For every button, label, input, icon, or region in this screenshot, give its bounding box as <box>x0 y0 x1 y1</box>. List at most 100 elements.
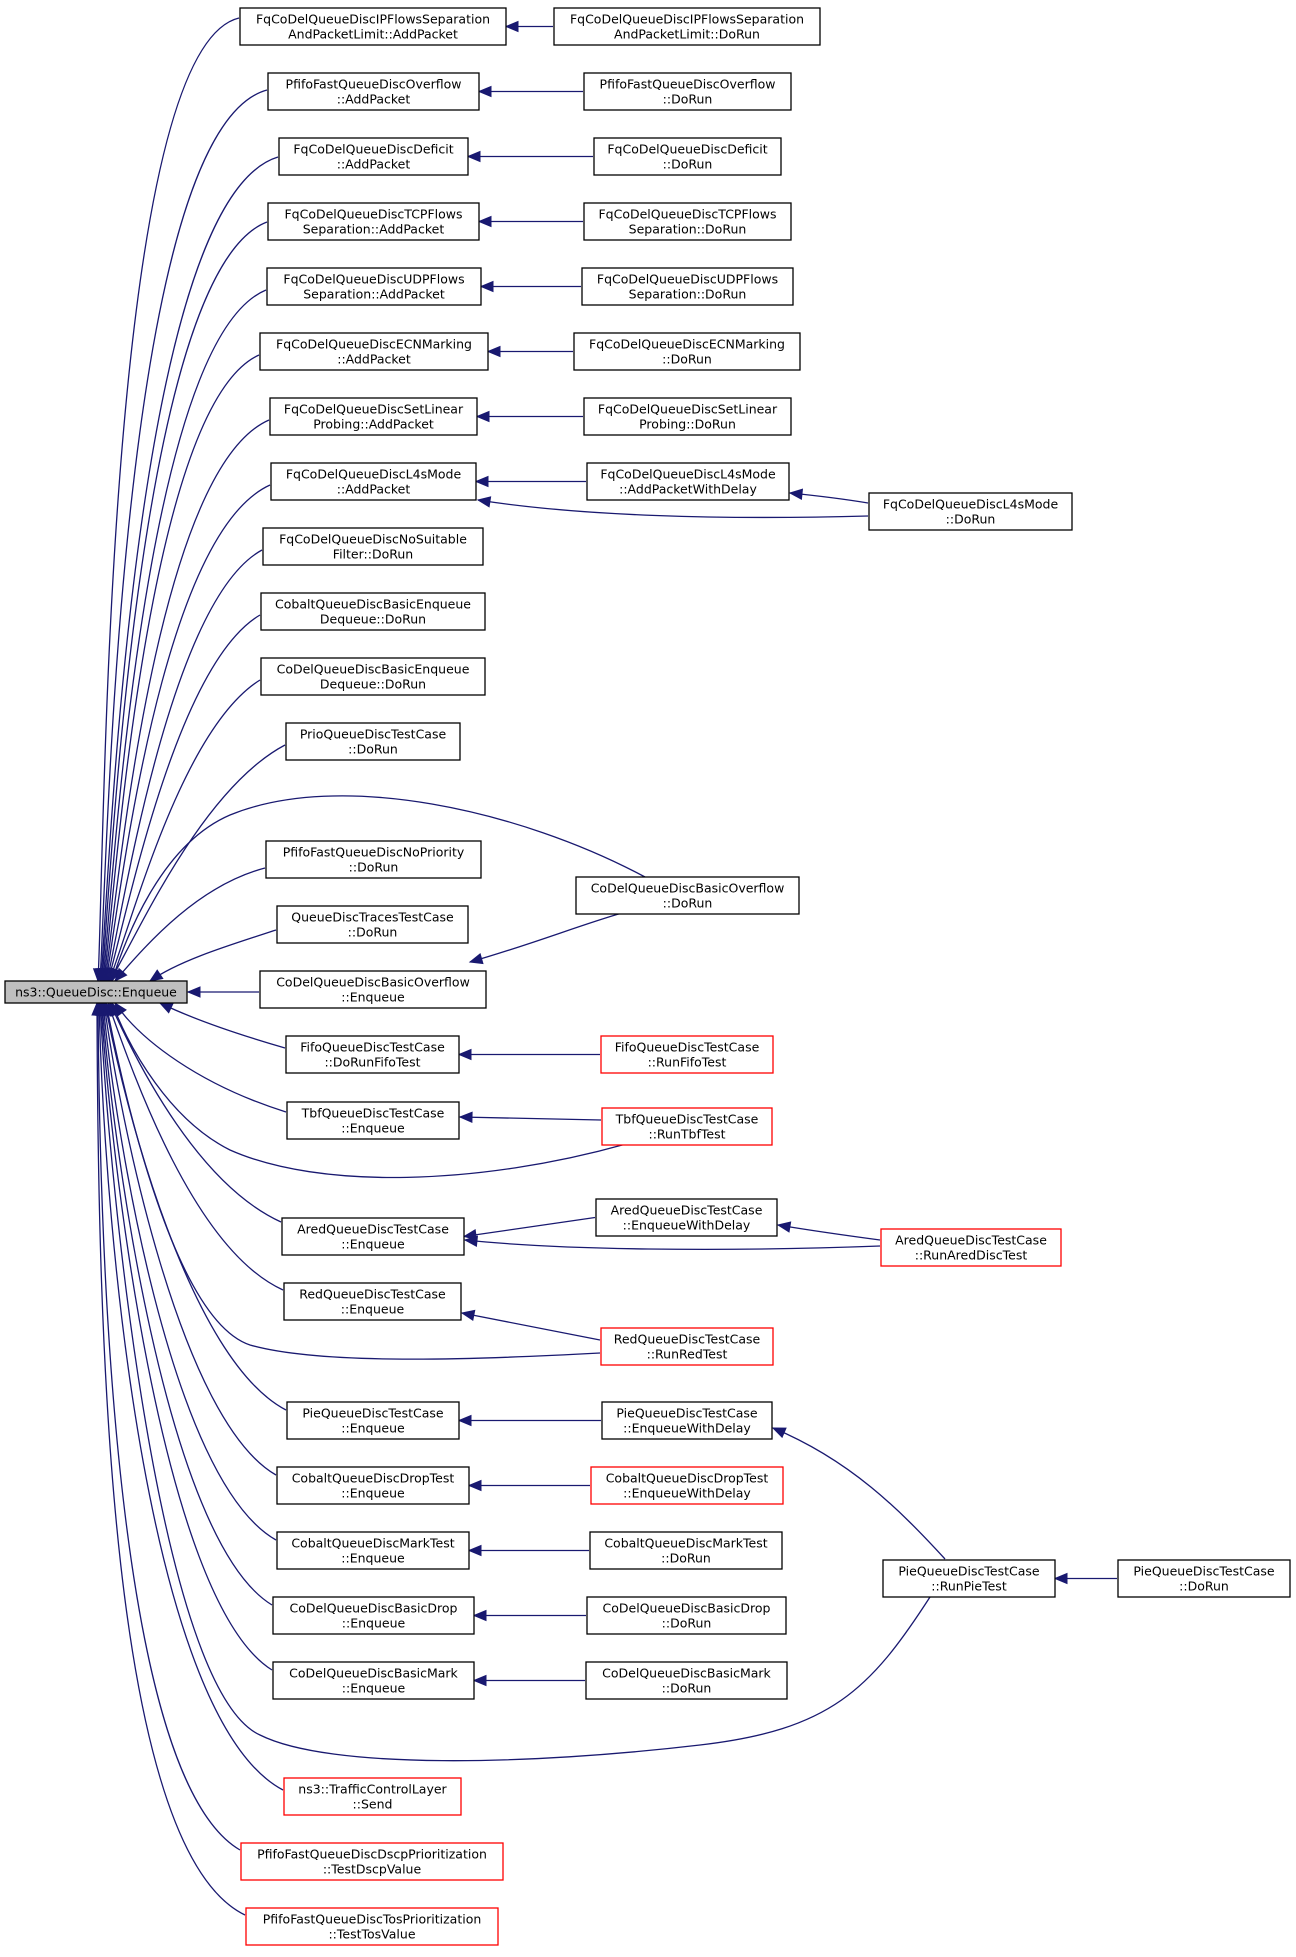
graph-node-cobalt-drop-enq[interactable]: CobaltQueueDiscDropTest::Enqueue <box>276 1466 470 1505</box>
node-label-line: ::TestTosValue <box>328 1927 415 1942</box>
node-label-line: FqCoDelQueueDiscUDPFlows <box>597 272 778 287</box>
graph-node-pie-enq[interactable]: PieQueueDiscTestCase::Enqueue <box>286 1401 460 1440</box>
graph-node-codel-mark-enq[interactable]: CoDelQueueDiscBasicMark::Enqueue <box>272 1661 475 1700</box>
edge-line <box>104 419 270 982</box>
graph-node-pie-delay[interactable]: PieQueueDiscTestCase::EnqueueWithDelay <box>601 1401 773 1440</box>
graph-node-traces[interactable]: QueueDiscTracesTestCase::DoRun <box>276 905 469 944</box>
graph-node-codel-ovf-run[interactable]: CoDelQueueDiscBasicOverflow::DoRun <box>575 876 800 915</box>
arrowhead-icon <box>476 496 492 508</box>
call-edge-cobalt_drop_delay-to-cobalt_drop_enq <box>467 1479 590 1492</box>
arrowhead-icon <box>776 1221 792 1233</box>
graph-node-red-run[interactable]: RedQueueDiscTestCase::RunRedTest <box>600 1327 774 1366</box>
node-label-line: ::AddPacket <box>337 482 411 497</box>
graph-node-deficit-add[interactable]: FqCoDelQueueDiscDeficit::AddPacket <box>278 137 469 176</box>
graph-node-udp-add[interactable]: FqCoDelQueueDiscUDPFlowsSeparation::AddP… <box>266 267 482 306</box>
graph-node-linear-add[interactable]: FqCoDelQueueDiscSetLinearProbing::AddPac… <box>269 397 478 436</box>
graph-node-codel-drop-run[interactable]: CoDelQueueDiscBasicDrop::DoRun <box>586 1596 787 1635</box>
graph-node-cobalt-basic[interactable]: CobaltQueueDiscBasicEnqueueDequeue::DoRu… <box>260 592 486 631</box>
node-label-line: CoDelQueueDiscBasicDrop <box>290 1601 458 1616</box>
node-box <box>286 1101 460 1140</box>
node-label-line: PfifoFastQueueDiscOverflow <box>600 77 776 92</box>
node-label-line: PieQueueDiscTestCase <box>616 1406 757 1421</box>
graph-node-prio[interactable]: PrioQueueDiscTestCase::DoRun <box>285 722 461 761</box>
graph-node-codel-mark-run[interactable]: CoDelQueueDiscBasicMark::DoRun <box>585 1661 788 1700</box>
graph-node-pfifo-ovf-run[interactable]: PfifoFastQueueDiscOverflow::DoRun <box>583 72 792 111</box>
node-label-line: ::DoRun <box>1179 1579 1229 1594</box>
node-box <box>265 840 482 879</box>
node-box <box>553 7 821 46</box>
graph-node-pfifo-ovf-add[interactable]: PfifoFastQueueDiscOverflow::AddPacket <box>267 72 480 111</box>
graph-node-root[interactable]: ns3::QueueDisc::Enqueue <box>4 980 188 1004</box>
node-label-line: ::RunTbfTest <box>649 1127 726 1142</box>
node-label-line: RedQueueDiscTestCase <box>614 1332 761 1347</box>
edge-line <box>461 1312 601 1341</box>
edge-line <box>106 549 263 982</box>
call-edge-tbf_run-to-root <box>111 1001 627 1179</box>
node-box <box>601 1401 773 1440</box>
graph-node-tbf-run[interactable]: TbfQueueDiscTestCase::RunTbfTest <box>601 1107 773 1146</box>
edge-line <box>149 929 277 982</box>
edge-line <box>777 1224 881 1241</box>
graph-node-ared-run[interactable]: AredQueueDiscTestCase::RunAredDiscTest <box>880 1228 1062 1267</box>
call-edge-pie_runpie-to-root <box>94 1001 931 1762</box>
graph-node-ecn-run[interactable]: FqCoDelQueueDiscECNMarking::DoRun <box>573 332 801 371</box>
edge-line <box>103 354 260 982</box>
edge-line <box>97 1002 241 1851</box>
graph-node-tcl-send[interactable]: ns3::TrafficControlLayer::Send <box>283 1777 462 1816</box>
node-box <box>276 1531 470 1570</box>
node-box <box>267 202 480 241</box>
graph-node-ared-enq[interactable]: AredQueueDiscTestCase::Enqueue <box>281 1217 465 1256</box>
node-label-line: CobaltQueueDiscDropTest <box>292 1471 455 1486</box>
graph-node-tcp-run[interactable]: FqCoDelQueueDiscTCPFlowsSeparation::DoRu… <box>583 202 792 241</box>
graph-node-pie-runpie[interactable]: PieQueueDiscTestCase::RunPieTest <box>882 1559 1056 1598</box>
arrowhead-icon <box>457 1048 472 1061</box>
edge-line <box>464 1239 881 1251</box>
node-box <box>276 905 469 944</box>
node-label-line: PfifoFastQueueDiscOverflow <box>286 77 462 92</box>
graph-node-udp-run[interactable]: FqCoDelQueueDiscUDPFlowsSeparation::DoRu… <box>581 267 794 306</box>
graph-node-tbf-enq[interactable]: TbfQueueDiscTestCase::Enqueue <box>286 1101 460 1140</box>
graph-node-tcp-add[interactable]: FqCoDelQueueDiscTCPFlowsSeparation::AddP… <box>267 202 480 241</box>
node-label-line: ::Enqueue <box>341 1551 405 1566</box>
arrowhead-icon <box>504 20 519 33</box>
graph-node-dscp[interactable]: PfifoFastQueueDiscDscpPrioritization::Te… <box>240 1842 504 1881</box>
graph-node-ecn-add[interactable]: FqCoDelQueueDiscECNMarking::AddPacket <box>259 332 489 371</box>
node-label-line: ::Enqueue <box>341 1121 405 1136</box>
graph-node-fifo-dorun[interactable]: FifoQueueDiscTestCase::DoRunFifoTest <box>285 1035 460 1074</box>
node-label-line: ::DoRun <box>661 1551 711 1566</box>
graph-node-tos[interactable]: PfifoFastQueueDiscTosPrioritization::Tes… <box>245 1907 499 1946</box>
graph-node-l4s-delay[interactable]: FqCoDelQueueDiscL4sMode::AddPacketWithDe… <box>586 462 790 501</box>
graph-node-codel-drop-enq[interactable]: CoDelQueueDiscBasicDrop::Enqueue <box>272 1596 475 1635</box>
graph-node-l4s-run[interactable]: FqCoDelQueueDiscL4sMode::DoRun <box>868 492 1073 531</box>
graph-node-ipflows-run[interactable]: FqCoDelQueueDiscIPFlowsSeparationAndPack… <box>553 7 821 46</box>
graph-node-fifo-run[interactable]: FifoQueueDiscTestCase::RunFifoTest <box>600 1035 774 1074</box>
graph-node-cobalt-drop-delay[interactable]: CobaltQueueDiscDropTest::EnqueueWithDela… <box>590 1466 784 1505</box>
node-label-line: ::Enqueue <box>341 990 405 1005</box>
graph-node-cobalt-mark-run[interactable]: CobaltQueueDiscMarkTest::DoRun <box>589 1531 783 1570</box>
graph-node-red-enq[interactable]: RedQueueDiscTestCase::Enqueue <box>283 1282 462 1321</box>
call-edge-linear_run-to-linear_add <box>475 410 583 423</box>
graph-node-codel-ovf-enq[interactable]: CoDelQueueDiscBasicOverflow::Enqueue <box>259 970 487 1009</box>
node-label-line: ::DoRun <box>663 92 713 107</box>
edge-line <box>108 679 261 982</box>
graph-node-cobalt-mark-enq[interactable]: CobaltQueueDiscMarkTest::Enqueue <box>276 1531 470 1570</box>
graph-node-ared-delay[interactable]: AredQueueDiscTestCase::EnqueueWithDelay <box>595 1198 778 1237</box>
node-label-line: CobaltQueueDiscDropTest <box>606 1471 769 1486</box>
node-label-line: FqCoDelQueueDiscSetLinear <box>598 402 778 417</box>
node-label-line: ::Send <box>353 1797 393 1812</box>
node-box <box>1117 1559 1291 1598</box>
node-box <box>239 7 507 46</box>
arrowhead-icon <box>158 1002 174 1014</box>
node-label-line: FqCoDelQueueDiscDeficit <box>607 142 767 157</box>
edge-layer <box>91 17 1117 1916</box>
graph-node-l4s-add[interactable]: FqCoDelQueueDiscL4sMode::AddPacket <box>270 462 477 501</box>
graph-node-ipflows-add[interactable]: FqCoDelQueueDiscIPFlowsSeparationAndPack… <box>239 7 507 46</box>
arrowhead-icon <box>186 986 201 998</box>
graph-node-pie-dorun[interactable]: PieQueueDiscTestCase::DoRun <box>1117 1559 1291 1598</box>
graph-node-pfifo-noprio[interactable]: PfifoFastQueueDiscNoPriority::DoRun <box>265 840 482 879</box>
graph-node-deficit-run[interactable]: FqCoDelQueueDiscDeficit::DoRun <box>593 137 782 176</box>
node-label-line: PrioQueueDiscTestCase <box>300 727 447 742</box>
